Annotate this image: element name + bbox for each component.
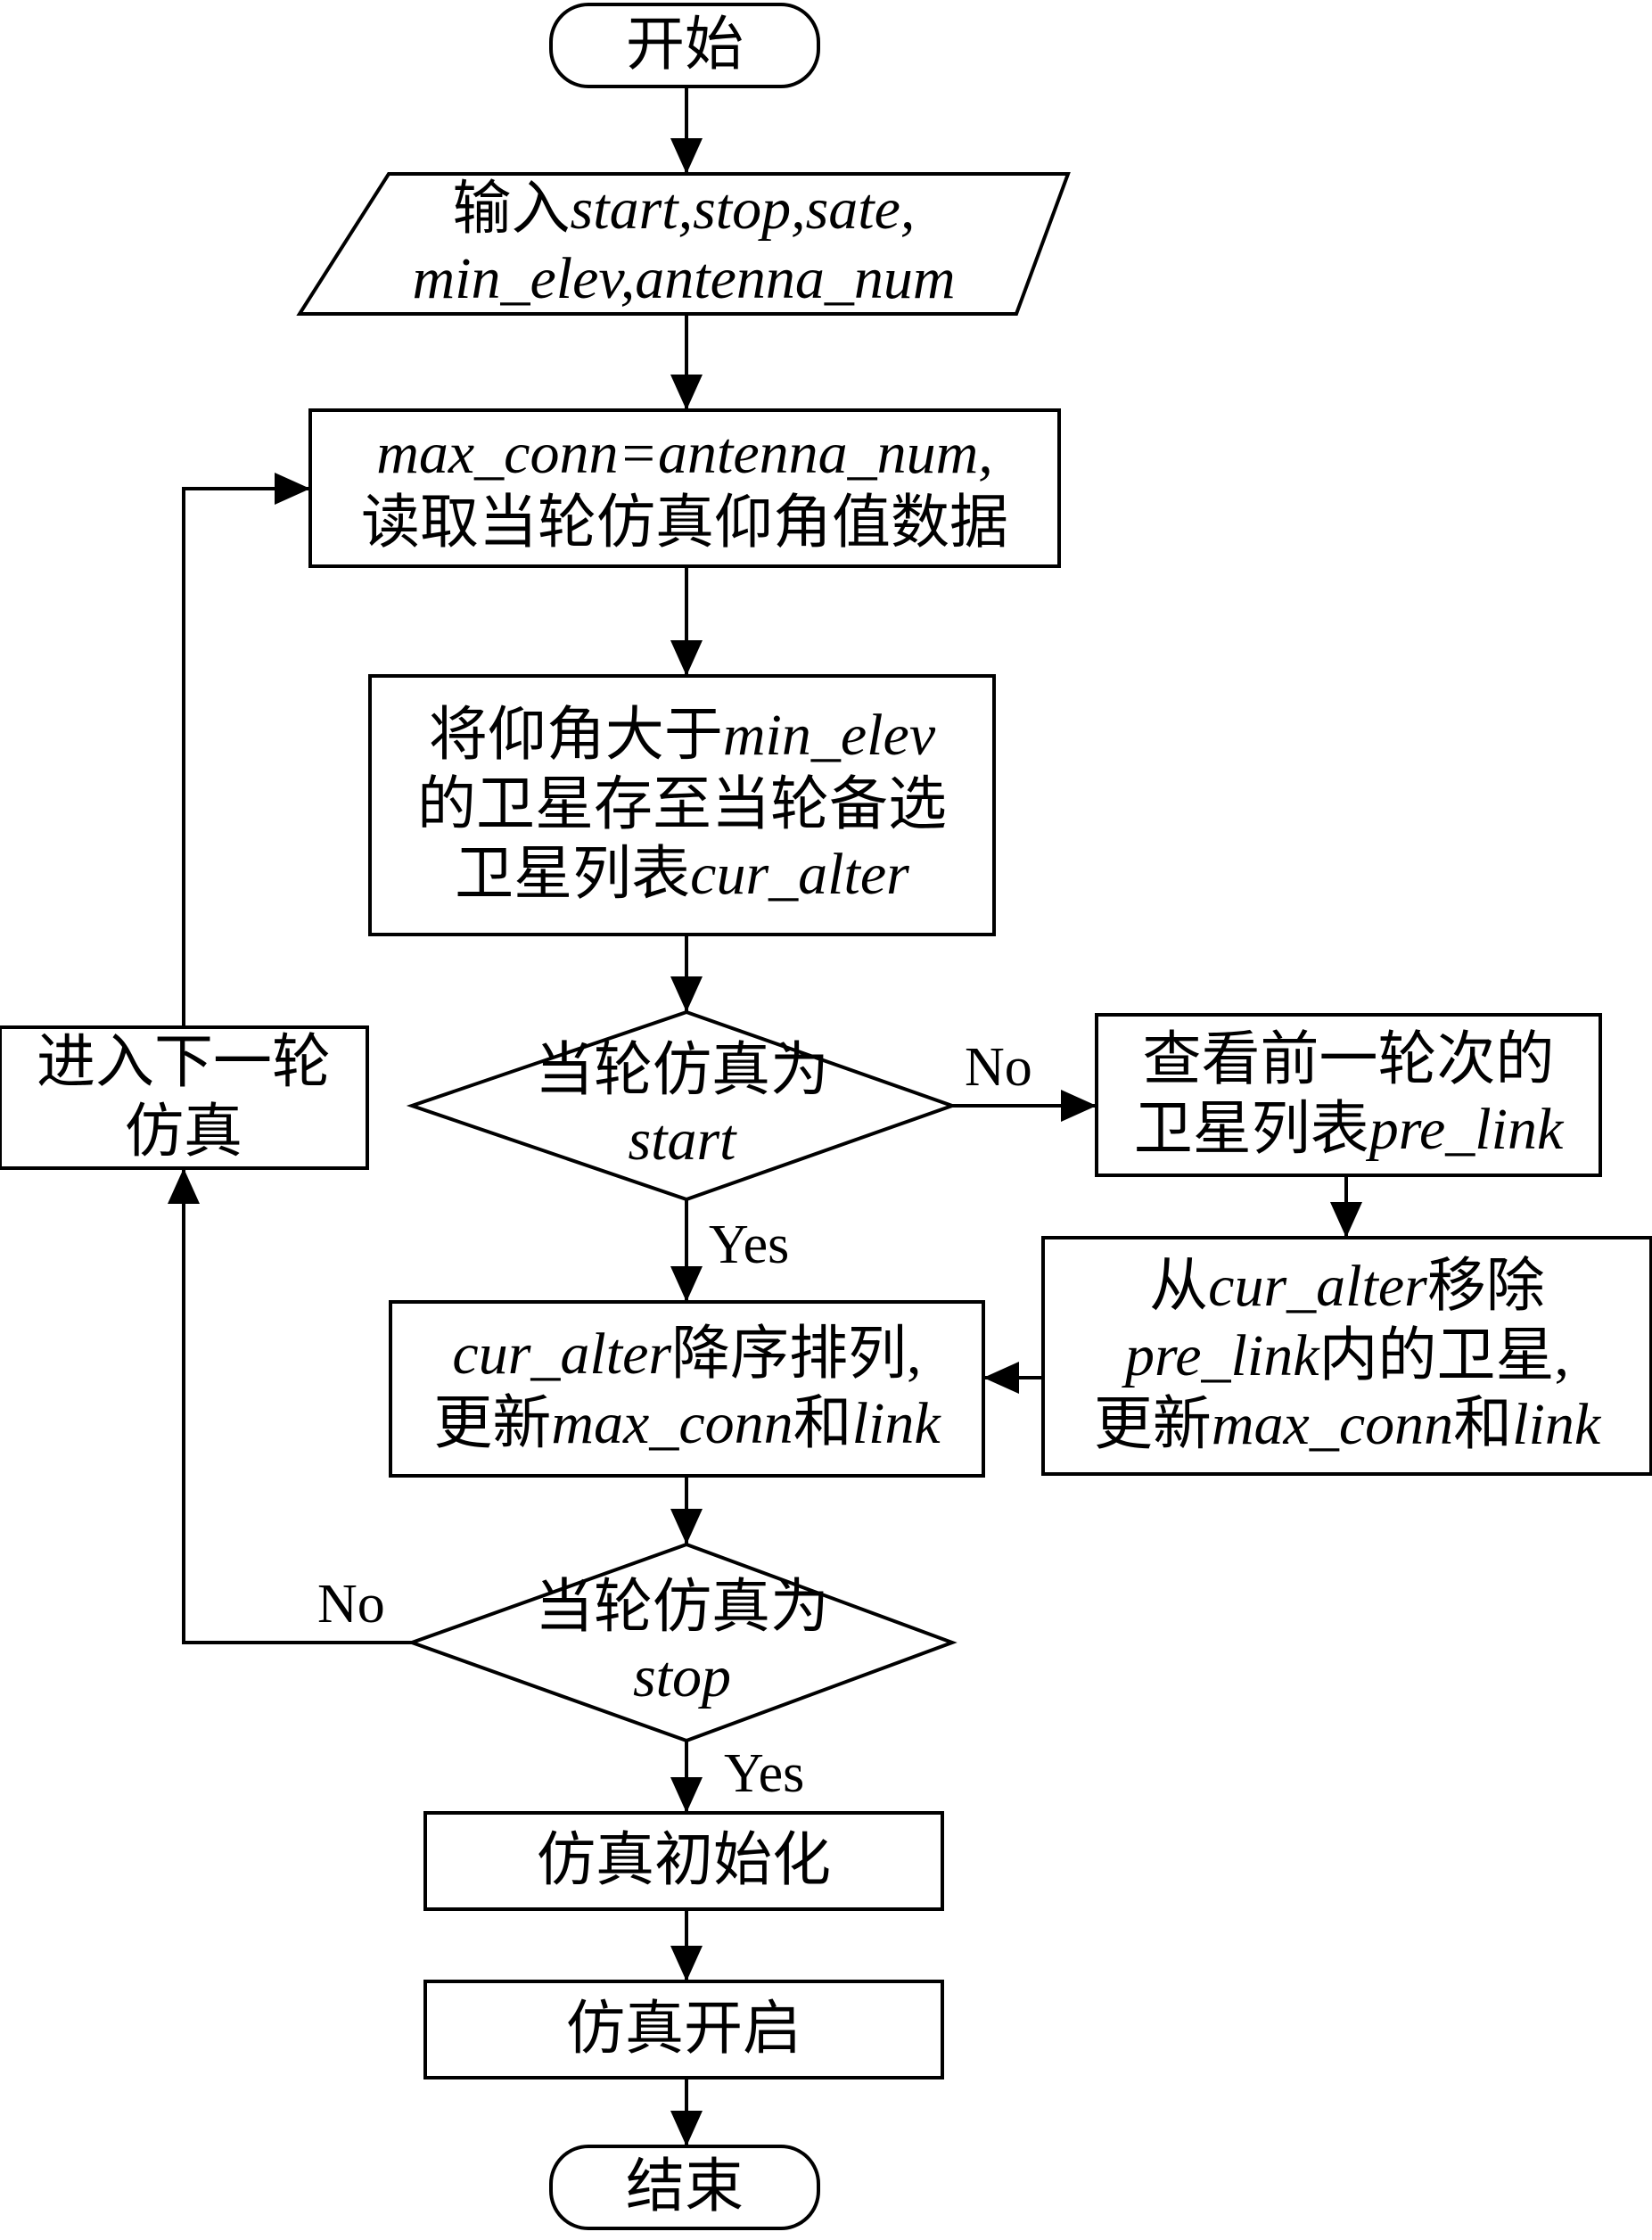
- input-vars-2: min_elev,antenna_num: [412, 245, 956, 311]
- edge-label-start-yes: Yes: [709, 1215, 790, 1275]
- init-conn-line1: max_conn=antenna_num,: [376, 420, 993, 486]
- edge-label-start-no: No: [965, 1037, 1032, 1098]
- input-vars-1: start,stop,sate,: [570, 176, 916, 242]
- arrow-loop-back: [182, 473, 310, 1027]
- decision-start-label: 当轮仿真为 start: [535, 1038, 829, 1173]
- init-conn-label: max_conn=antenna_num, 读取当轮仿真仰角值数据: [310, 410, 1059, 566]
- start-label: 开始: [626, 12, 744, 78]
- check-prev-box: [1095, 1013, 1602, 1177]
- next-round-label: 进入下一轮 仿真: [37, 1030, 331, 1165]
- end-label: 结束: [626, 2154, 744, 2220]
- sim-init-label: 仿真初始化: [537, 1828, 831, 1894]
- input-parallelogram: [296, 172, 1071, 316]
- input-label: 输入start,stop,sate, min_elev,antenna_num: [300, 174, 1068, 314]
- sim-start-label: 仿真开启: [566, 1997, 801, 2063]
- sim-start-box: [423, 1980, 944, 2079]
- sort-label: cur_alter降序排列, 更新max_conn和link: [433, 1321, 941, 1456]
- sim-init-box: [423, 1811, 944, 1911]
- remove-label: 从cur_alter移除 pre_link内的卫星, 更新max_conn和li…: [1093, 1253, 1601, 1458]
- init-conn-line2: 读取当轮仿真仰角值数据: [361, 490, 1008, 556]
- edge-label-stop-yes: Yes: [724, 1743, 805, 1804]
- arrow-stop-no: [168, 1168, 412, 1644]
- filter-box: [368, 674, 996, 936]
- filter-label: 将仰角大于min_elev 的卫星存至当轮备选 卫星列表cur_alter: [417, 703, 947, 907]
- decision-stop-label: 当轮仿真为 stop: [535, 1575, 829, 1709]
- input-prefix: 输入: [452, 176, 571, 242]
- edge-label-stop-no: No: [317, 1574, 385, 1635]
- check-prev-label: 查看前一轮次的 卫星列表pre_link: [1133, 1027, 1564, 1162]
